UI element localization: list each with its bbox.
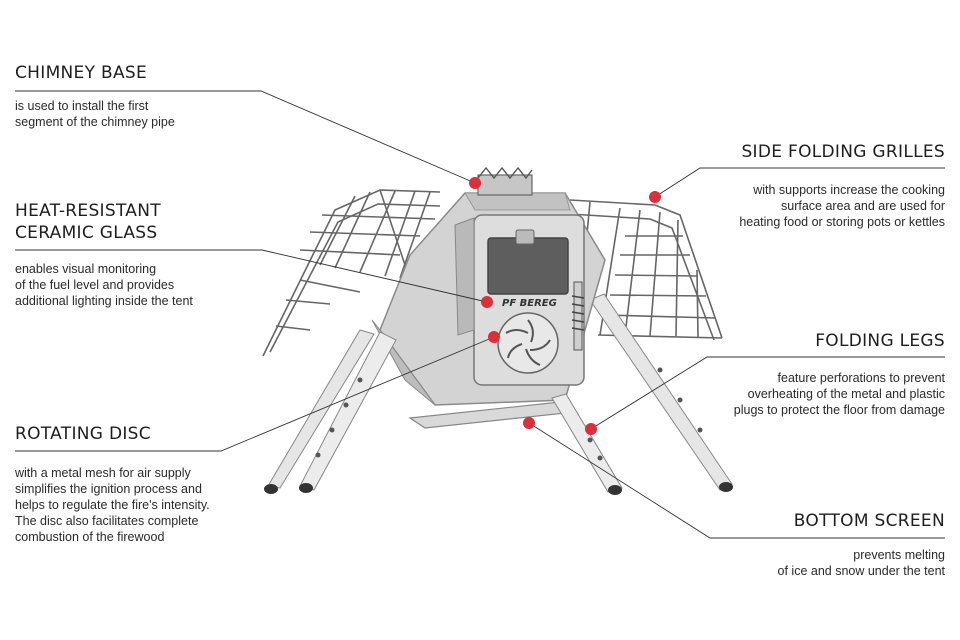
callout-desc-chimney-base: is used to install the first segment of … (15, 99, 175, 129)
callout-desc-rotating-disc: with a metal mesh for air supply simplif… (15, 466, 210, 544)
callout-title-folding-legs: FOLDING LEGS (815, 331, 945, 351)
callout-title-rotating-disc: ROTATING DISC (15, 424, 151, 444)
stove-illustration: PF BEREG (262, 166, 733, 495)
callout-title-chimney-base: CHIMNEY BASE (15, 63, 148, 83)
brand-logo: PF BEREG (502, 298, 557, 309)
callout-desc-side-grilles: with supports increase the cooking surfa… (739, 183, 945, 229)
stove-body: PF BEREG (371, 166, 606, 429)
callout-title-side-grilles: SIDE FOLDING GRILLES (741, 142, 945, 162)
callout-desc-bottom-screen: prevents melting of ice and snow under t… (777, 548, 945, 578)
callout-desc-folding-legs: feature perforations to prevent overheat… (733, 371, 945, 417)
callout-title-bottom-screen: BOTTOM SCREEN (793, 511, 945, 531)
callout-title-heat-resistant-glass: HEAT-RESISTANT CERAMIC GLASS (15, 201, 161, 243)
callout-desc-heat-resistant-glass: enables visual monitoring of the fuel le… (15, 262, 193, 308)
